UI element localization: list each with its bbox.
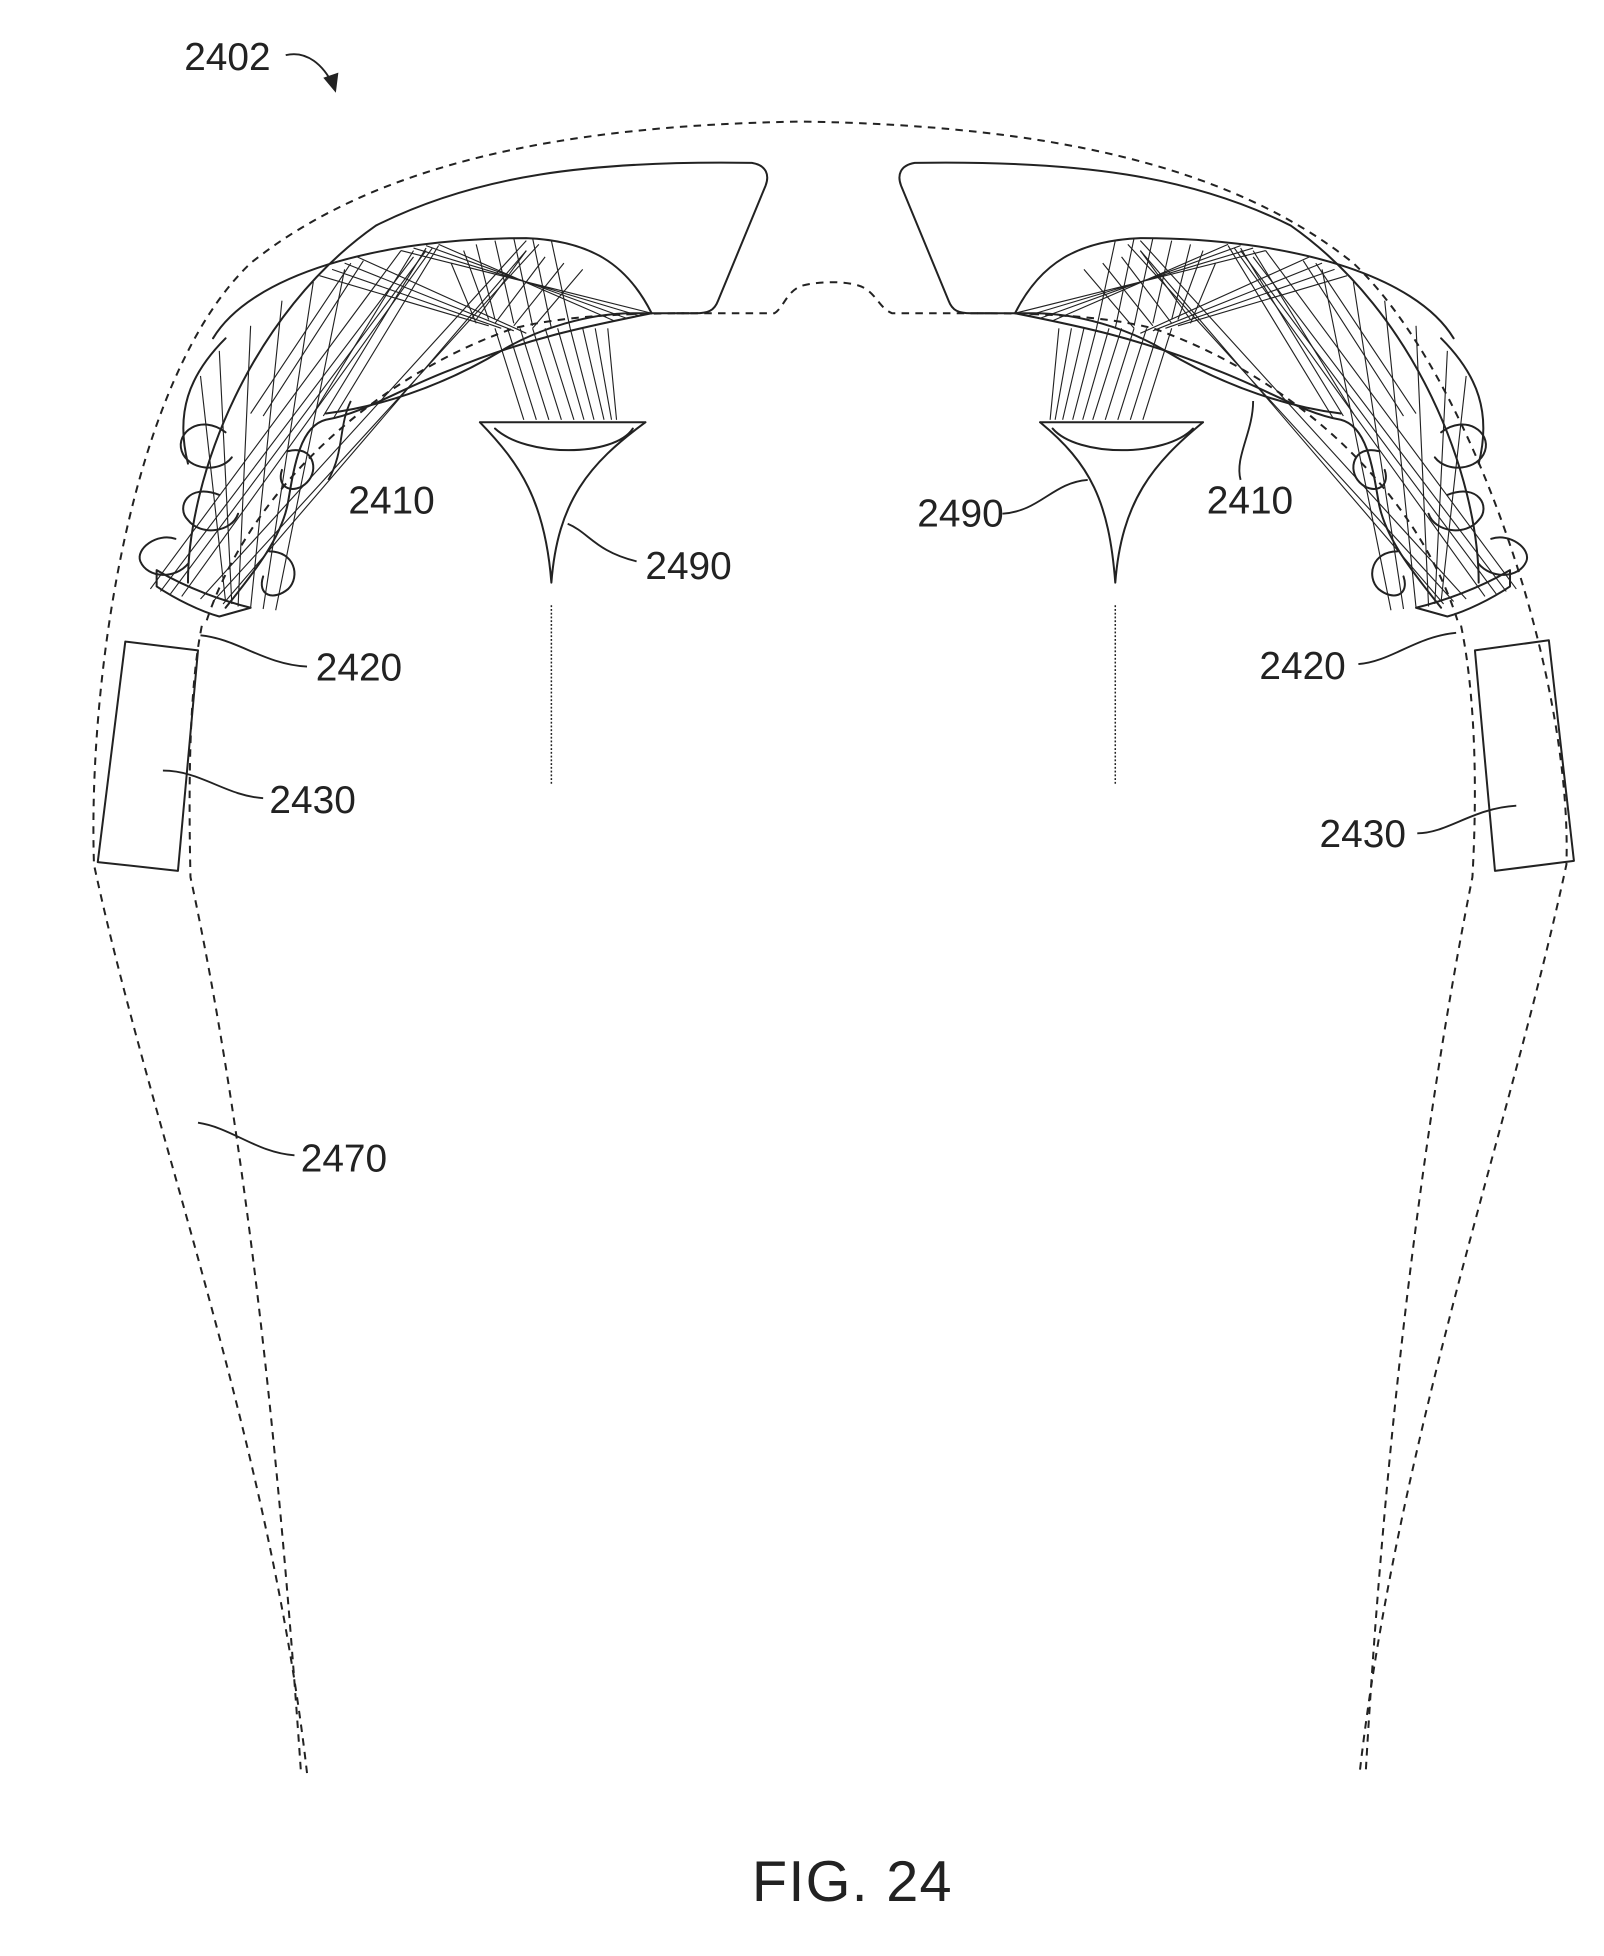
labels-left: 2410 2490 2420 2430 2470 [162, 400, 732, 1181]
waveguide-left-lobe-5 [260, 550, 296, 597]
leader-2490-right [1002, 478, 1088, 515]
leader-2420-left [200, 634, 308, 668]
label-2430-left: 2430 [269, 779, 355, 822]
module-right-box [1473, 639, 1575, 872]
label-2420-right: 2420 [1259, 645, 1345, 688]
waveguide-left-outer [182, 337, 227, 465]
label-2410-right: 2410 [1207, 480, 1293, 523]
eyepiece-left-cusp [478, 421, 647, 584]
waveguide-left-lobe-2 [182, 490, 240, 532]
leader-2430-right [1417, 804, 1517, 835]
waveguide-right-outer [1440, 337, 1485, 465]
eyepiece-left-lens [493, 427, 634, 452]
waveguide-right-lobe-1 [1433, 423, 1487, 469]
frame-inner-arc-right [977, 312, 1459, 621]
label-2420-left: 2420 [316, 646, 402, 689]
nose-bridge [676, 281, 990, 315]
label-2430-right: 2430 [1320, 813, 1406, 856]
leader-2490-left [567, 522, 637, 563]
label-2402: 2402 [184, 36, 270, 79]
leader-2430-left [162, 769, 264, 800]
frame-inner-arc-left [205, 312, 690, 621]
waveguide-right-inner [1014, 312, 1443, 609]
eyepiece-right-lens [1051, 427, 1194, 452]
waveguide-left [138, 237, 653, 618]
waveguide-left-lobe-4 [138, 536, 189, 576]
waveguide-left-lobe-1 [179, 423, 233, 469]
device-reference: 2402 [184, 36, 339, 93]
eyepiece-right-cusp [1039, 421, 1205, 584]
ray-bundle-right [1014, 237, 1517, 611]
waveguide-left-inner [224, 312, 653, 609]
waveguide-right-lobe-5 [1371, 550, 1406, 597]
eyepiece-left [478, 421, 647, 786]
leader-2410-left [327, 400, 352, 481]
eyepiece-right [1039, 421, 1205, 786]
waveguide-right-lobe-2 [1427, 490, 1485, 532]
waveguide-right [1014, 237, 1529, 618]
label-2490-right: 2490 [917, 492, 1003, 535]
arrow-head-icon [323, 72, 339, 93]
waveguide-left-top [212, 237, 653, 340]
frame-outer-dashed [92, 120, 1568, 1774]
leader-2410-right [1238, 400, 1255, 481]
figure-caption: FIG. 24 [752, 1850, 953, 1914]
labels-right: 2490 2410 2420 2430 [917, 400, 1517, 856]
leader-2470 [197, 1121, 295, 1157]
waveguide-right-lobe-4 [1477, 536, 1529, 576]
ray-bundle-left [149, 237, 652, 611]
waveguide-right-top [1014, 237, 1455, 340]
leader-2420-right [1358, 631, 1457, 666]
frame-inner-right-dashed [1364, 620, 1476, 1770]
label-2410-left: 2410 [348, 480, 434, 523]
module-left-box [96, 640, 199, 872]
label-2490-left: 2490 [645, 545, 731, 588]
frame-outline [92, 120, 1568, 1774]
label-2470: 2470 [301, 1138, 387, 1181]
